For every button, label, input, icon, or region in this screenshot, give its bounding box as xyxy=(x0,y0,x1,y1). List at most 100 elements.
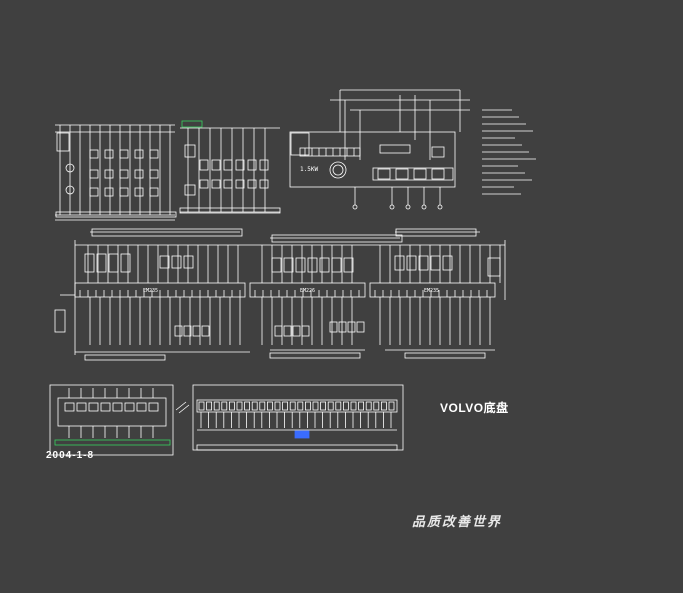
schematic-box xyxy=(149,187,159,197)
relay-box xyxy=(418,255,429,271)
title-strip xyxy=(179,207,281,214)
schematic-line xyxy=(178,404,190,414)
side-box xyxy=(54,309,66,333)
schematic-box xyxy=(431,168,445,180)
output-box xyxy=(192,325,201,337)
schematic-box xyxy=(247,159,257,171)
schematic-box xyxy=(134,169,144,179)
motor-circle-inner xyxy=(332,164,344,176)
schematic-box xyxy=(134,187,144,197)
bottom-terminal-blocks xyxy=(49,384,404,456)
schematic-box xyxy=(377,168,391,180)
bus-strip xyxy=(271,234,403,243)
schematic-box xyxy=(379,144,411,154)
relay-box xyxy=(283,257,294,273)
schematic-box xyxy=(211,179,221,189)
relay-box xyxy=(430,255,441,271)
green-strip xyxy=(54,439,171,446)
schematic-box xyxy=(199,179,209,189)
relay-box xyxy=(108,253,119,273)
schematic-box xyxy=(149,169,159,179)
motor-label: 1.5KW xyxy=(300,166,319,173)
schematic-box xyxy=(211,159,221,171)
schematic-box xyxy=(199,159,209,171)
schematic-box xyxy=(112,402,123,412)
watermark-text: 品质改善世界 xyxy=(412,515,503,530)
pin-circle xyxy=(437,204,443,210)
schematic-box xyxy=(251,401,258,411)
relay-box xyxy=(307,257,318,273)
drawing-title: VOLVO底盘 xyxy=(440,401,509,415)
schematic-box xyxy=(221,401,228,411)
schematic-box xyxy=(259,159,269,171)
module-bar-2 xyxy=(249,282,366,298)
output-box xyxy=(174,325,183,337)
schematic-box xyxy=(124,402,135,412)
title-strip xyxy=(404,352,486,359)
output-box xyxy=(183,325,192,337)
schematic-box xyxy=(104,169,114,179)
schematic-box xyxy=(373,401,380,411)
schematic-box xyxy=(289,401,296,411)
schematic-box xyxy=(274,401,281,411)
terminal-strip xyxy=(196,399,398,413)
right-terminal-frame xyxy=(192,384,404,451)
terminal-row xyxy=(372,167,454,181)
schematic-box xyxy=(350,401,357,411)
schematic-box xyxy=(342,401,349,411)
schematic-box xyxy=(64,402,75,412)
schematic-box xyxy=(206,401,213,411)
schematic-box xyxy=(119,169,129,179)
relay-box xyxy=(394,255,405,271)
schematic-box xyxy=(282,401,289,411)
schematic-box xyxy=(236,401,243,411)
title-strip xyxy=(196,444,398,451)
schematic-box xyxy=(259,401,266,411)
schematic-box xyxy=(380,401,387,411)
output-box xyxy=(274,325,283,337)
schematic-box xyxy=(134,149,144,159)
schematic-box xyxy=(335,401,342,411)
schematic-box xyxy=(235,159,245,171)
output-box xyxy=(201,325,210,337)
schematic-box xyxy=(358,401,365,411)
schematic-box xyxy=(198,401,205,411)
schematic-box xyxy=(266,401,273,411)
schematic-box xyxy=(184,144,196,158)
schematic-box xyxy=(136,402,147,412)
motor-circle xyxy=(329,161,347,179)
title-strip xyxy=(84,354,166,361)
output-box xyxy=(347,321,356,333)
blue-marker xyxy=(294,430,310,439)
schematic-box xyxy=(228,401,235,411)
relay-box xyxy=(84,253,95,273)
relay-box xyxy=(183,255,194,269)
motor-symbol xyxy=(65,163,75,173)
schematic-box xyxy=(388,401,395,411)
schematic-box xyxy=(365,401,372,411)
module-bar-3 xyxy=(369,282,496,298)
schematic-box xyxy=(89,149,99,159)
title-strip xyxy=(55,211,177,218)
relay-box xyxy=(442,255,453,271)
schematic-box xyxy=(327,401,334,411)
control-box xyxy=(289,131,456,188)
pin-circle xyxy=(352,204,358,210)
pin-circle xyxy=(389,204,395,210)
schematic-box xyxy=(119,187,129,197)
drawing-date: 2004-1-8 xyxy=(46,450,95,461)
schematic-box xyxy=(119,149,129,159)
bus-strip xyxy=(91,228,243,237)
relay-box xyxy=(295,257,306,273)
middle-io-rows xyxy=(54,228,506,361)
schematic-box xyxy=(213,401,220,411)
schematic-box xyxy=(244,401,251,411)
relay-box xyxy=(96,253,107,273)
top-right-circuit xyxy=(289,89,536,210)
output-box xyxy=(329,321,338,333)
schematic-box xyxy=(89,169,99,179)
relay-box xyxy=(159,255,170,269)
relay-box xyxy=(319,257,330,273)
